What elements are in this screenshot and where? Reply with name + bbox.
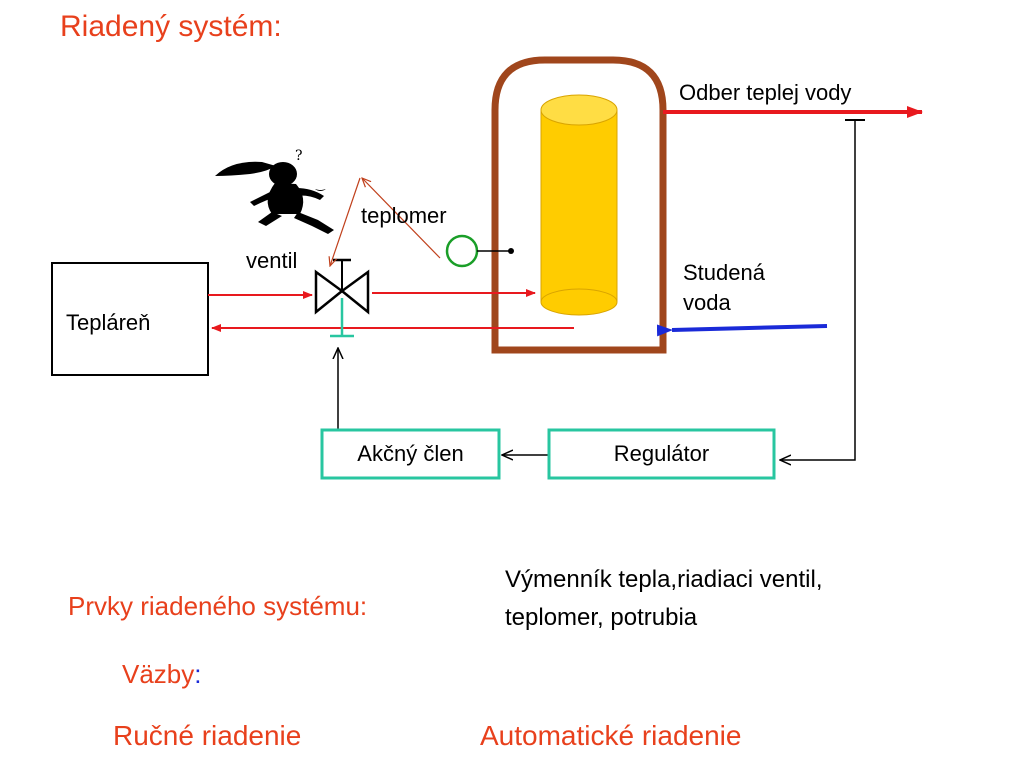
manual-link-thermometer: [362, 178, 441, 259]
links-heading-text: Väzby: [122, 659, 195, 689]
elements-list-line-1: Výmenník tepla,riadiaci ventil,: [505, 566, 823, 593]
regulator-box: [547, 428, 776, 480]
page-title: Riadený systém:: [60, 10, 282, 43]
links-heading-colon: :: [194, 659, 202, 689]
elements-list-line-2: teplomer, potrubia: [505, 604, 698, 631]
hot-water-outlet-label: Odber teplej vody: [679, 80, 852, 105]
manual-link-valve: [330, 177, 361, 266]
svg-text:?: ?: [295, 148, 303, 164]
regulator-label: Regulátor: [613, 441, 710, 466]
actuator-box: [320, 428, 501, 480]
tank-wall: [491, 56, 667, 354]
thermometer-symbol: [445, 234, 479, 268]
heating-plant-label: Tepláreň: [66, 310, 151, 335]
control-valve: [314, 258, 370, 338]
thermometer-label: teplomer: [361, 203, 447, 228]
valve-label: ventil: [246, 248, 298, 273]
svg-text:‿: ‿: [315, 178, 326, 191]
manual-control-label: Ručné riadenie: [113, 720, 302, 751]
heating-plant-box: [51, 262, 209, 376]
heater-cylinder: [540, 94, 618, 316]
cold-water-label-1: Studená: [683, 260, 765, 285]
automatic-control-label: Automatické riadenie: [480, 720, 742, 751]
links-heading: Väzby:: [122, 659, 202, 690]
cold-water-label-2: voda: [683, 290, 731, 315]
feedback-line: [780, 120, 856, 460]
actuator-label: Akčný člen: [357, 441, 464, 466]
operator-figure: ? ‿: [215, 148, 334, 234]
cold-water-pipe: [656, 324, 828, 337]
elements-heading: Prvky riadeného systému:: [68, 591, 368, 621]
